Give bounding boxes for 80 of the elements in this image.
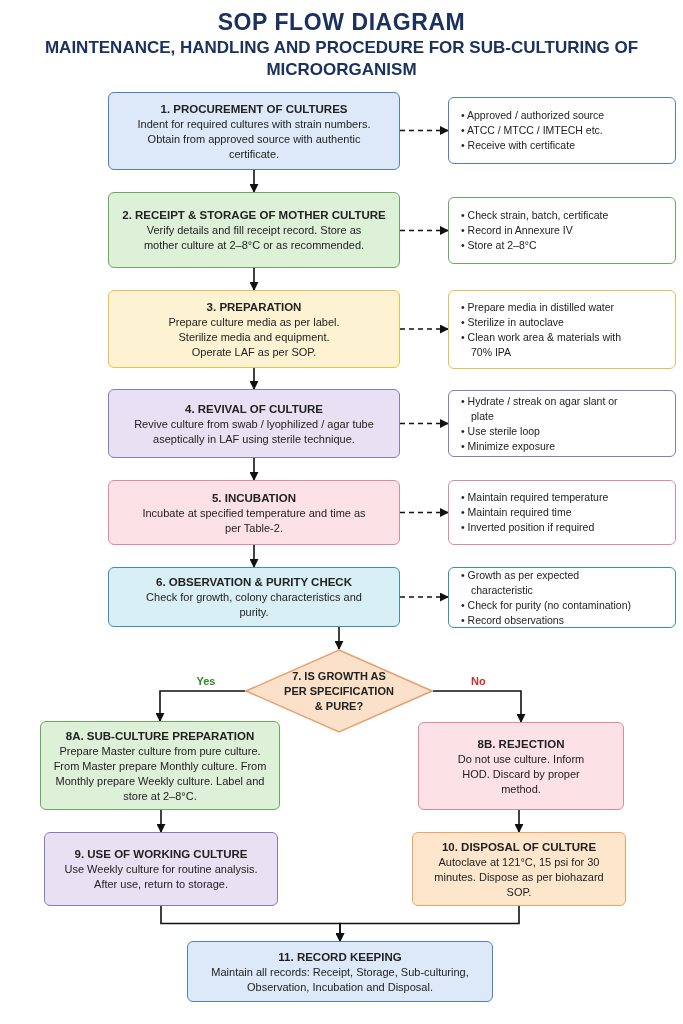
- step-heading: 1. PROCUREMENT OF CULTURES: [160, 101, 348, 117]
- bullet-item: • Minimize exposure: [461, 438, 557, 454]
- step-description: Indent for required cultures with strain numbers. Obtain from approved source with authentic certificate.: [136, 116, 372, 162]
- arrow: [399, 419, 449, 428]
- bullet-item: • Clean work area & materials with 70% IPA: [461, 329, 623, 360]
- process-box: [108, 389, 400, 458]
- bullet-item: • Maintain required time: [461, 505, 573, 520]
- bullet-item: • Check strain, batch, certificate: [461, 208, 610, 223]
- step-description: Incubate at specified temperature and time as per Table-2.: [141, 505, 367, 536]
- arrow: [399, 592, 449, 602]
- step-description: Prepare Master culture from pure culture. From Master prepare Monthly culture. From Monthly prepare Weekly culture. Label and store at 2–8°C.: [52, 743, 268, 804]
- note-box: [448, 480, 676, 545]
- step-description: Verify details and fill receipt record. Store as mother culture at 2–8°C or as recommended.: [142, 223, 366, 253]
- arrow: [249, 367, 259, 390]
- arrow: [399, 508, 449, 517]
- step-description: Maintain all records: Receipt, Storage, Sub-culturing, Observation, Incubation and Disposal.: [210, 964, 470, 995]
- arrow: [432, 690, 526, 723]
- arrow: [155, 690, 246, 722]
- step-heading: 8B. REJECTION: [477, 736, 565, 752]
- process-box: [187, 941, 493, 1002]
- diagram-title: SOP FLOW DIAGRAM: [217, 8, 466, 37]
- note-box: [448, 390, 676, 457]
- process-box: [108, 567, 400, 627]
- step-description: Autoclave at 121°C, 15 psi for 30 minutes. Dispose as per biohazard SOP.: [433, 854, 605, 900]
- decision-diamond: [245, 649, 433, 733]
- arrow: [399, 126, 449, 135]
- process-box: [108, 290, 400, 368]
- step-heading: 6. OBSERVATION & PURITY CHECK: [156, 575, 352, 590]
- step-description: Do not use culture. Inform HOD. Discard by proper method.: [456, 751, 586, 797]
- edge-label: Yes: [194, 676, 218, 687]
- arrow: [249, 169, 259, 193]
- bullet-item: • Record observations: [461, 612, 565, 628]
- step-description: Use Weekly culture for routine analysis. After use, return to storage.: [63, 862, 259, 892]
- arrow: [514, 809, 524, 833]
- bullet-item: • Prepare media in distilled water: [461, 299, 616, 315]
- bullet-item: • Sterilize in autoclave: [461, 314, 565, 330]
- bullet-item: • Inverted position if required: [461, 520, 596, 535]
- step-description: Check for growth, colony characteristics and purity.: [145, 590, 363, 620]
- step-description: Prepare culture media as per label. Sterilize media and equipment. Operate LAF as per SOP.: [167, 314, 341, 360]
- process-box: [418, 722, 624, 810]
- bullet-item: • Maintain required temperature: [461, 490, 610, 505]
- edge-label: No: [469, 676, 488, 687]
- step-heading: 8A. SUB-CULTURE PREPARATION: [65, 728, 255, 744]
- step-heading: 5. INCUBATION: [211, 490, 297, 506]
- bullet-item: • Receive with certificate: [461, 138, 576, 153]
- step-heading: 11. RECORD KEEPING: [278, 949, 402, 965]
- bullet-item: • ATCC / MTCC / IMTECH etc.: [461, 123, 604, 138]
- arrow: [249, 267, 259, 291]
- arrow: [399, 324, 449, 334]
- bullet-item: • Hydrate / streak on agar slant or plate: [461, 393, 619, 424]
- process-box: [40, 721, 280, 810]
- process-box: [108, 480, 400, 545]
- process-box: [108, 92, 400, 170]
- bullet-item: • Record in Annexure IV: [461, 223, 574, 238]
- bullet-item: • Growth as per expected characteristic: [461, 567, 581, 598]
- note-box: [448, 97, 676, 164]
- step-heading: 2. RECEIPT & STORAGE OF MOTHER CULTURE: [122, 208, 386, 223]
- process-box: [108, 192, 400, 268]
- bullet-item: • Check for purity (no contamination): [461, 597, 632, 613]
- step-heading: 9. USE OF WORKING CULTURE: [74, 847, 248, 862]
- decision-text: 7. IS GROWTH AS PER SPECIFICATION & PURE?: [284, 668, 394, 714]
- arrow: [249, 544, 259, 568]
- step-heading: 10. DISPOSAL OF CULTURE: [441, 839, 597, 855]
- note-box: [448, 567, 676, 628]
- step-heading: 3. PREPARATION: [206, 299, 302, 315]
- step-description: Revive culture from swab / lyophilized / agar tube aseptically in LAF using sterile technique.: [133, 416, 375, 447]
- step-heading: 4. REVIVAL OF CULTURE: [185, 401, 323, 417]
- arrow: [249, 457, 259, 481]
- process-box: [44, 832, 278, 906]
- diagram-subtitle: MAINTENANCE, HANDLING AND PROCEDURE FOR SUB-CULTURING OF MICROORGANISM: [43, 36, 640, 81]
- note-box: [448, 290, 676, 369]
- note-box: [448, 197, 676, 264]
- bullet-item: • Use sterile loop: [461, 423, 541, 439]
- arrow: [399, 226, 449, 235]
- arrow: [334, 626, 344, 650]
- process-box: [412, 832, 626, 906]
- bullet-item: • Store at 2–8°C: [461, 238, 538, 253]
- arrow: [156, 809, 166, 833]
- bullet-item: • Approved / authorized source: [461, 108, 606, 123]
- arrow: [335, 905, 520, 942]
